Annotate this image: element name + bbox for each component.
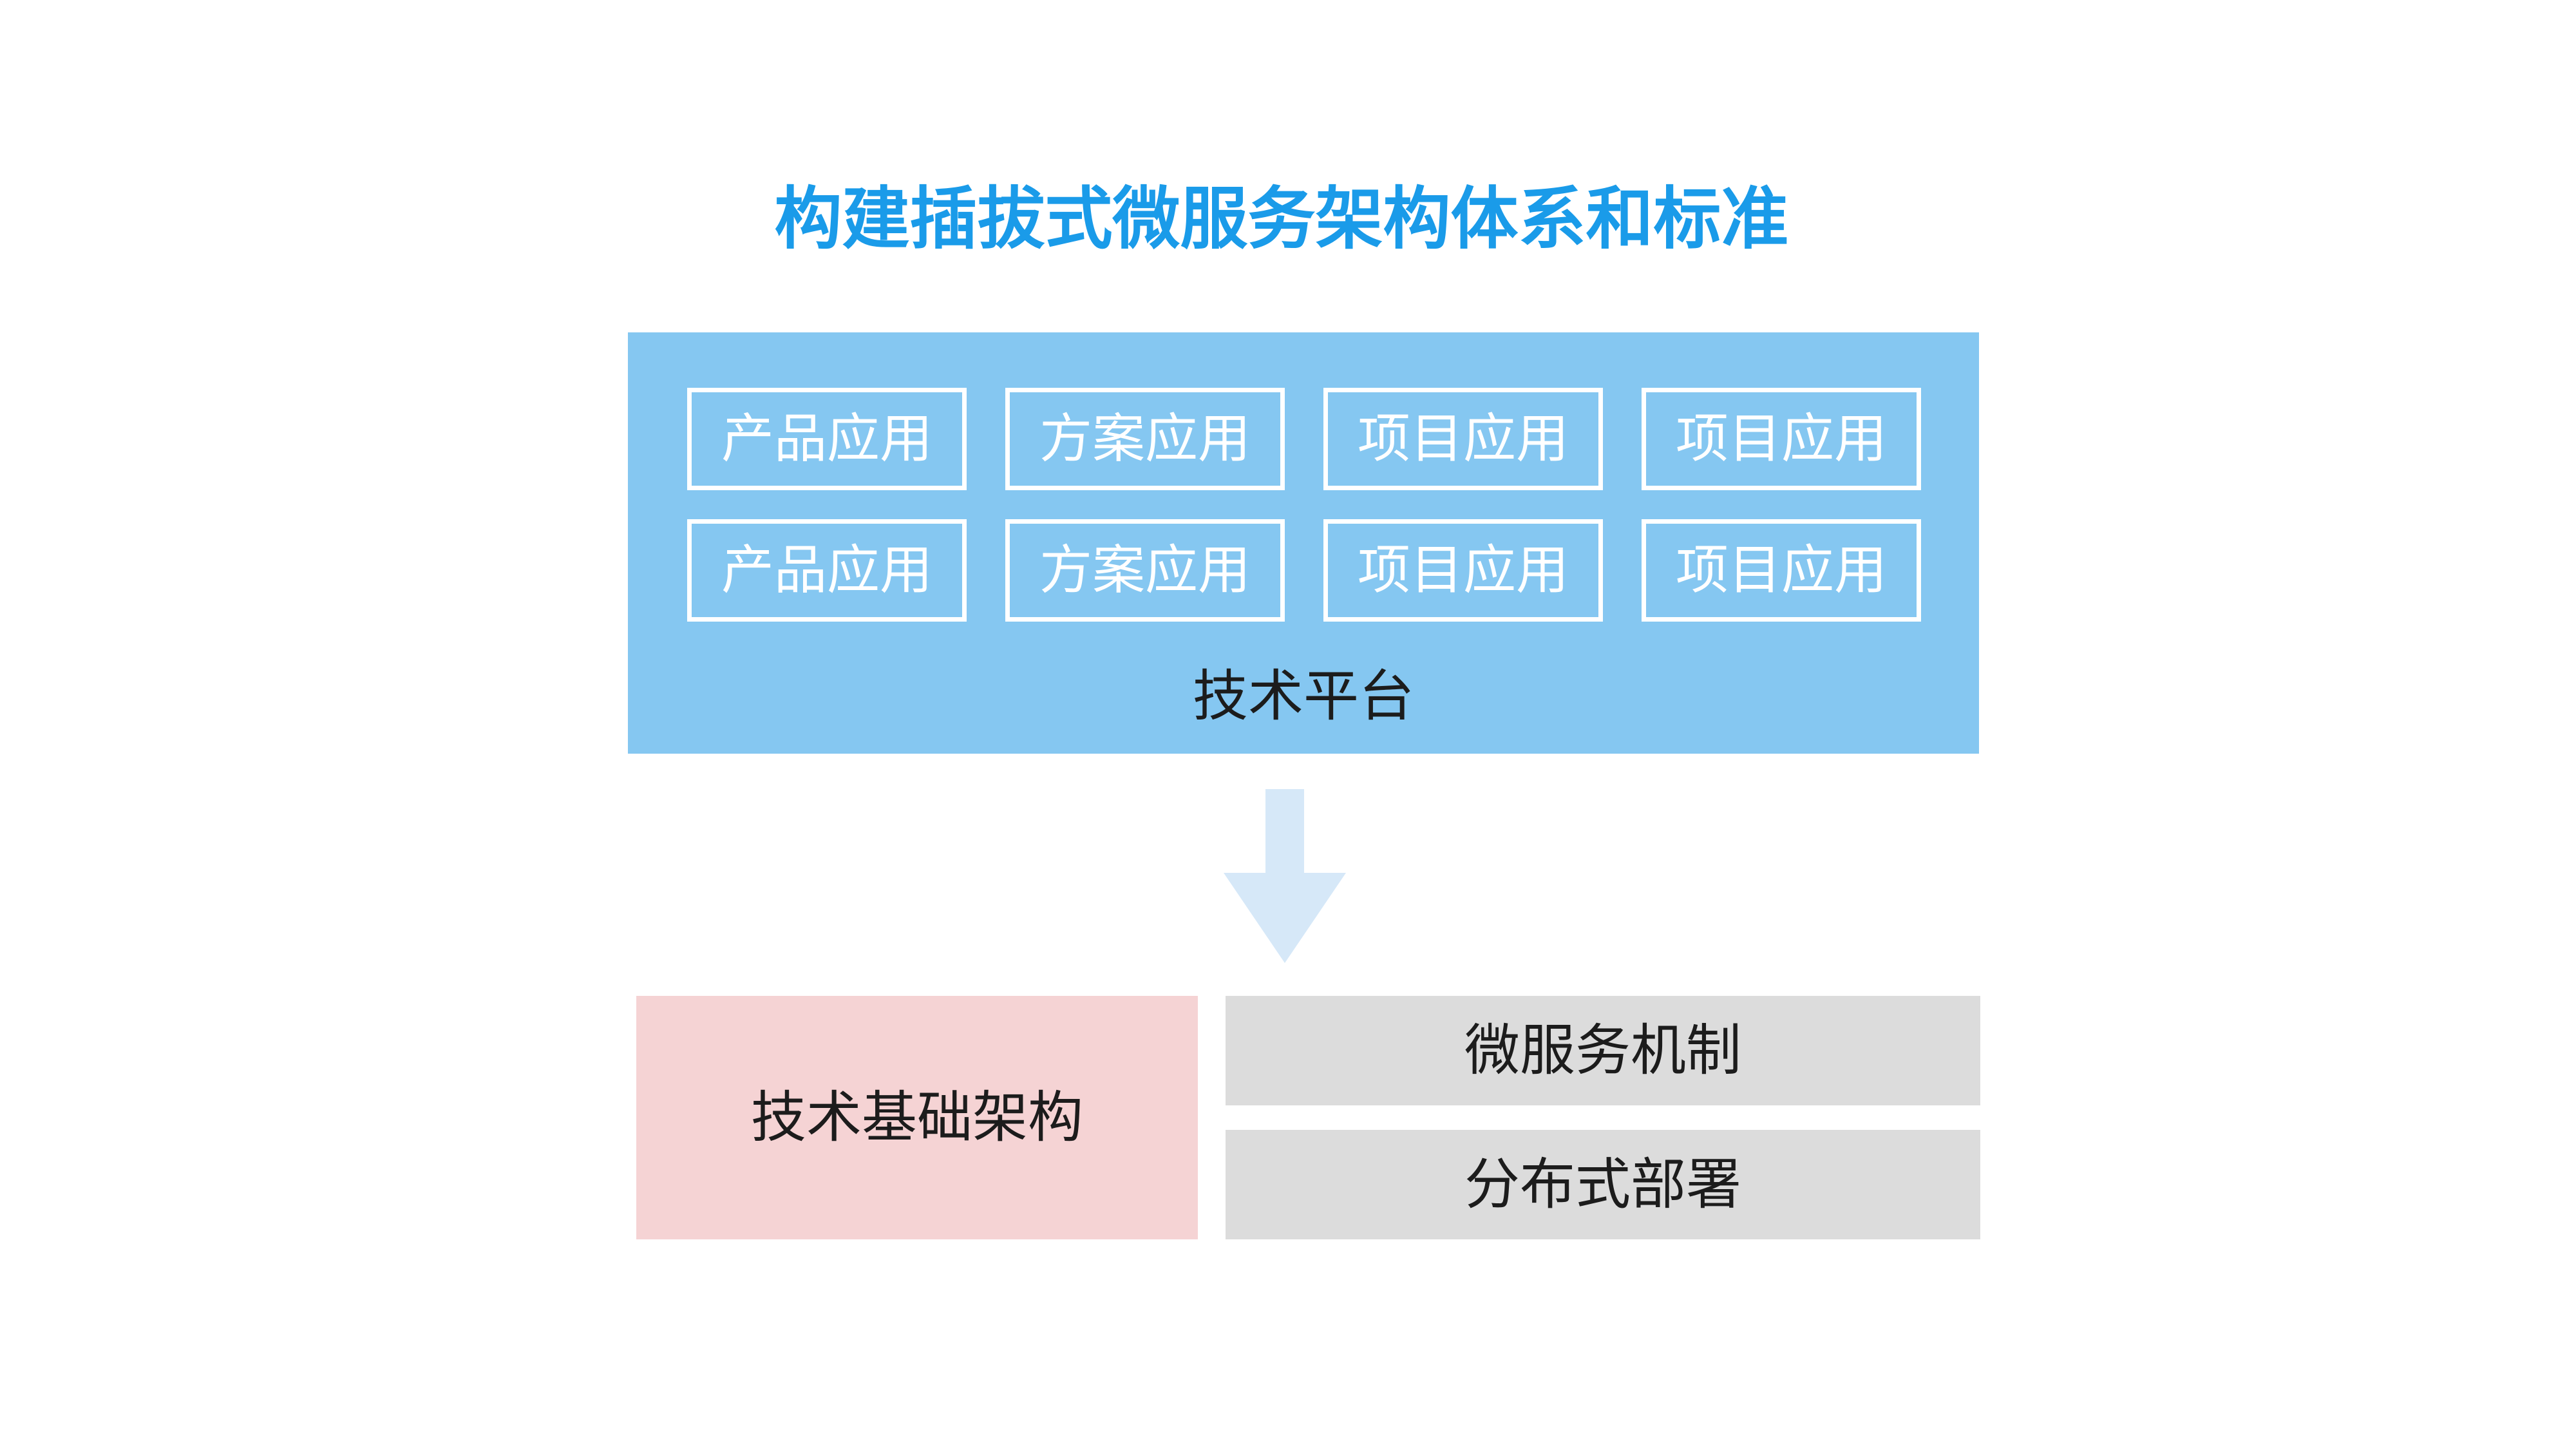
app-box-product: 产品应用: [687, 519, 967, 622]
app-box-project: 项目应用: [1323, 388, 1603, 490]
diagram-title: 构建插拔式微服务架构体系和标准: [774, 180, 1789, 258]
app-box-solution: 方案应用: [1005, 519, 1285, 622]
distributed-deployment-box: 分布式部署: [1226, 1130, 1980, 1239]
technology-platform: 产品应用 方案应用 项目应用 项目应用 产品应用 方案应用 项目应用 项目应用 …: [628, 332, 1979, 754]
app-box-project: 项目应用: [1642, 388, 1921, 490]
app-box-project: 项目应用: [1642, 519, 1921, 622]
technical-foundation-box: 技术基础架构: [636, 996, 1198, 1239]
app-box-solution: 方案应用: [1005, 388, 1285, 490]
down-arrow-icon: [1224, 789, 1346, 963]
platform-label: 技术平台: [1193, 664, 1414, 729]
app-box-project: 项目应用: [1323, 519, 1603, 622]
microservice-mechanism-box: 微服务机制: [1226, 996, 1980, 1105]
app-box-product: 产品应用: [687, 388, 967, 490]
